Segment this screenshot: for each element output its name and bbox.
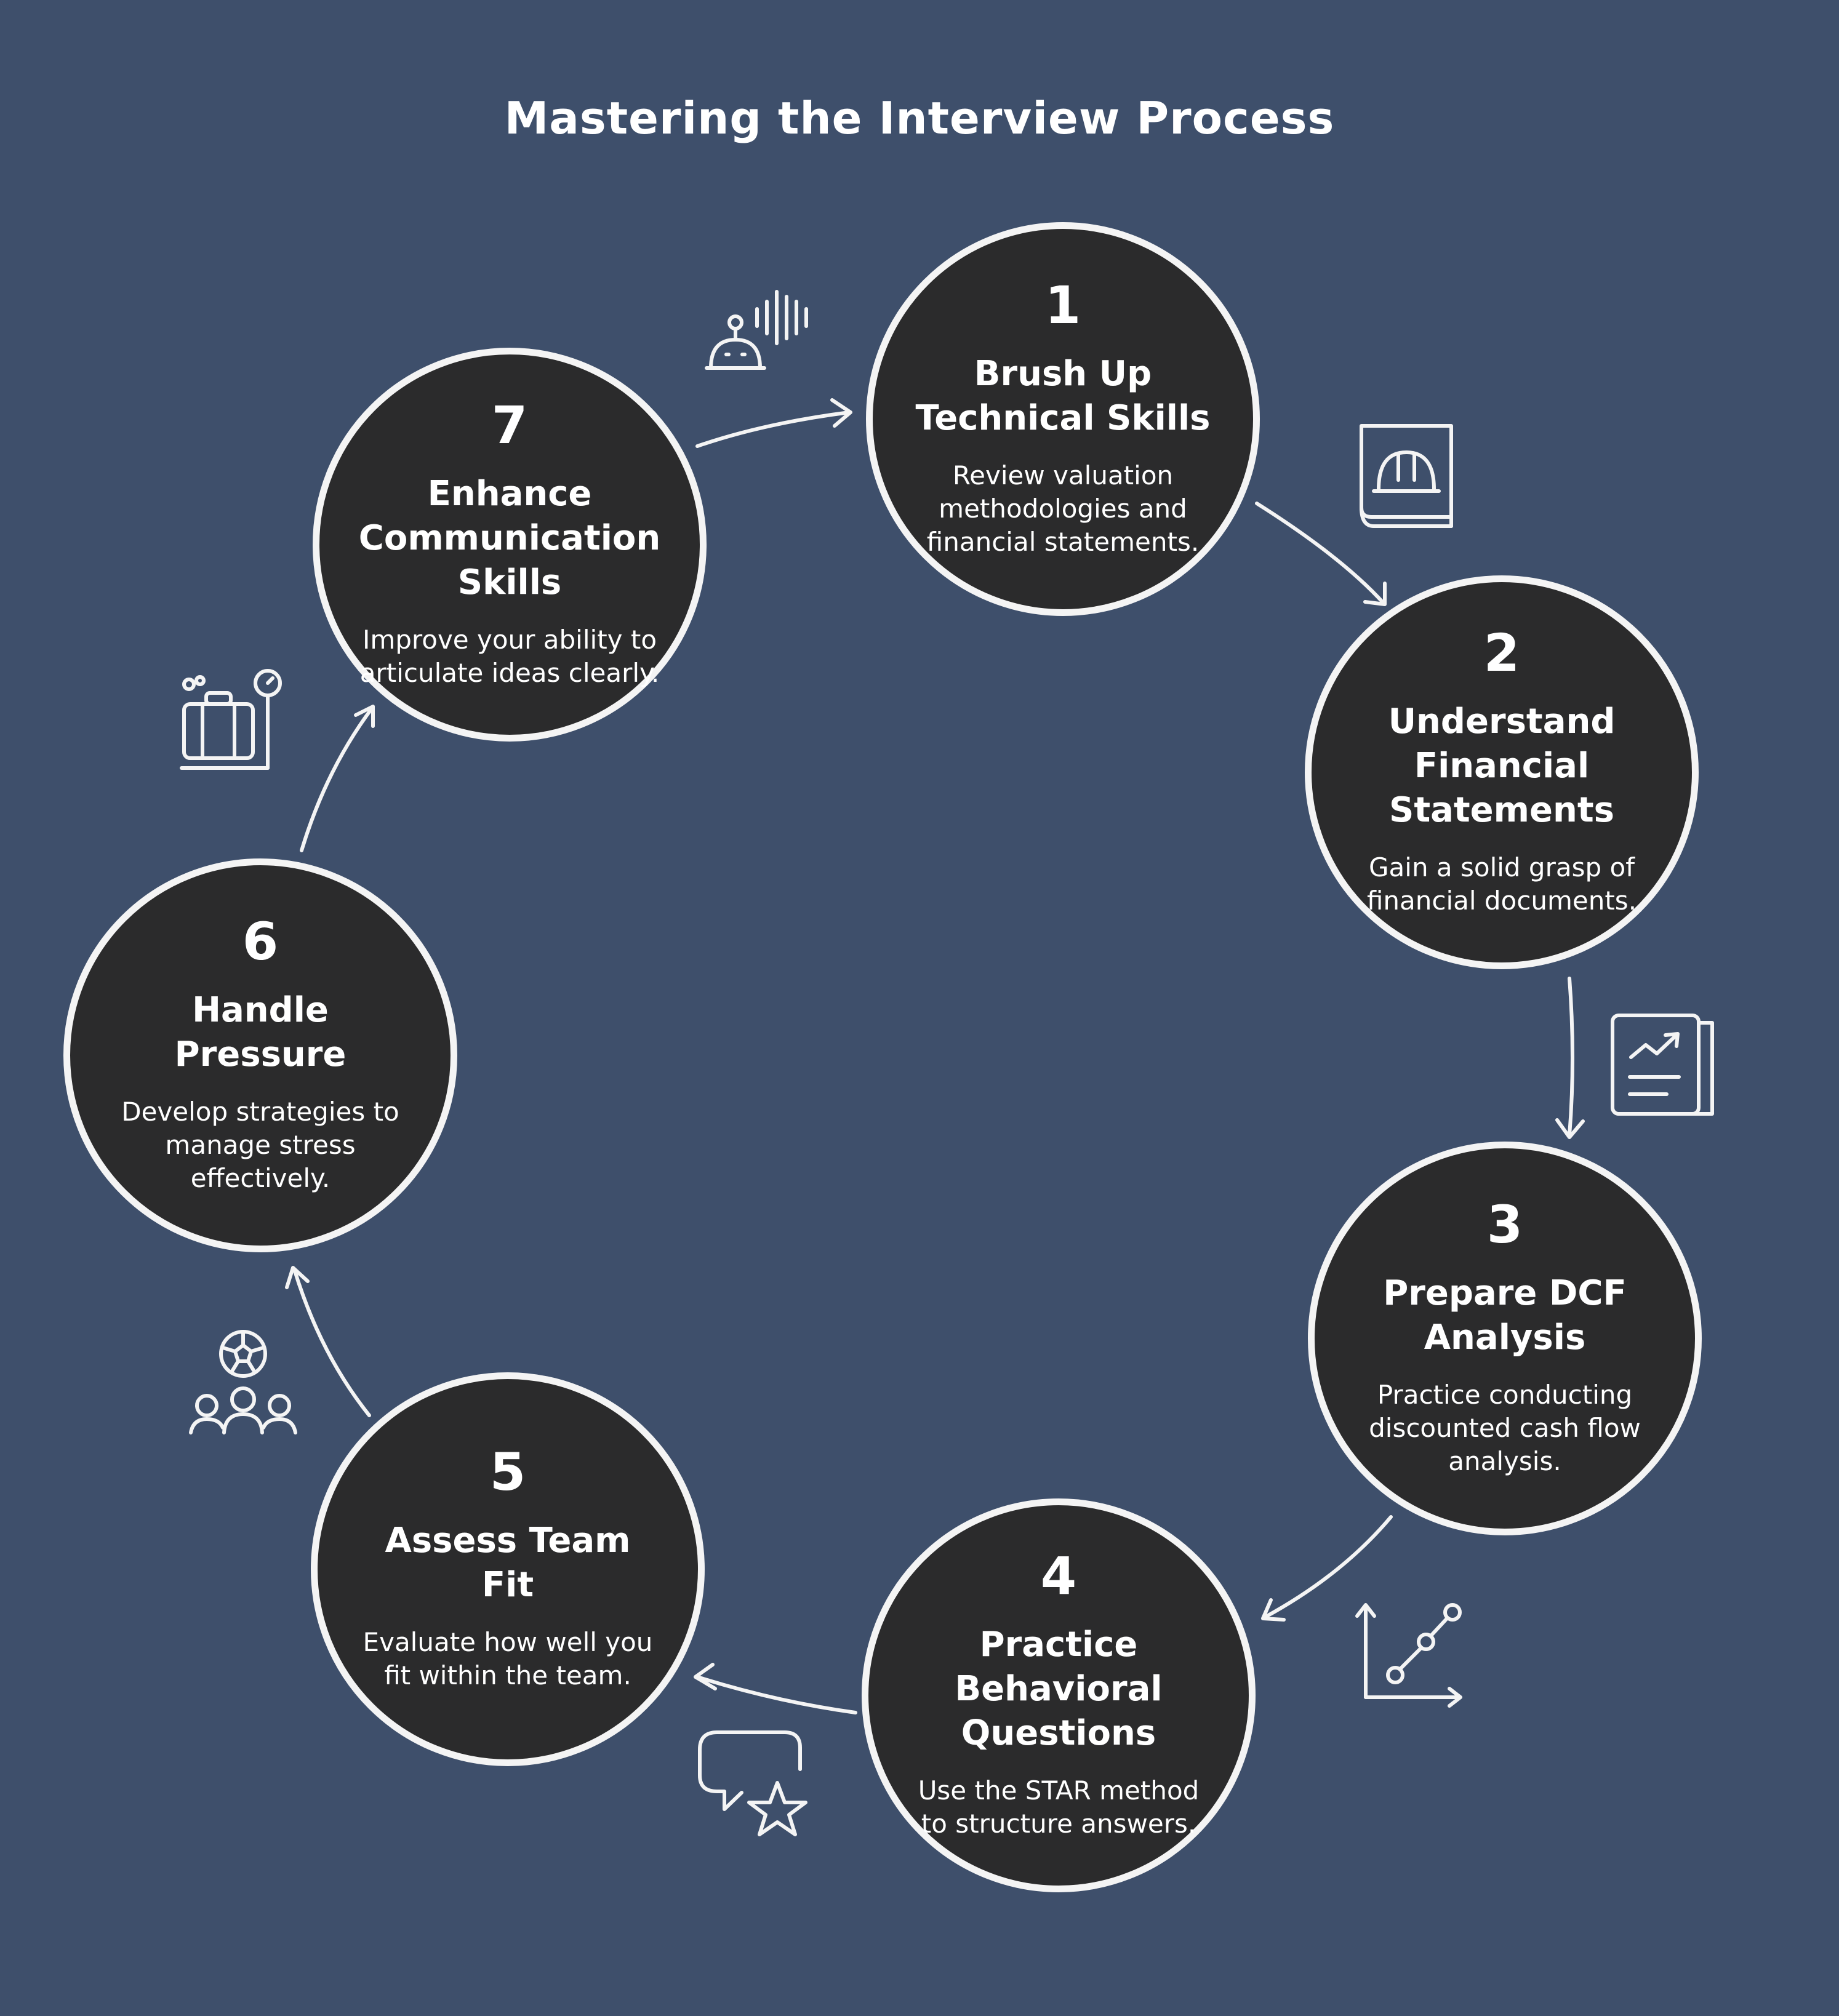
step-number: 2 (1483, 623, 1520, 683)
step-description: Gain a solid grasp of financial document… (1366, 852, 1637, 916)
step-number: 5 (489, 1442, 526, 1502)
step-title: Prepare DCF Analysis (1383, 1273, 1627, 1358)
connector-1-to-2 (1255, 502, 1387, 606)
financial-report-icon (1611, 1014, 1714, 1116)
step-description: Use the STAR method to structure answers… (918, 1775, 1200, 1839)
step-1-circle: 1 Brush Up Technical Skills Review valua… (866, 222, 1260, 616)
connector-6-to-7 (300, 705, 375, 852)
connector-4-to-5 (694, 1663, 857, 1714)
step-number: 7 (491, 395, 528, 455)
step-title: Practice Behavioral Questions (955, 1625, 1163, 1753)
step-number: 6 (242, 911, 279, 972)
step-description: Review valuation methodologies and finan… (926, 460, 1200, 557)
robot-voice-icon (705, 290, 808, 370)
step-description: Evaluate how well you fit within the tea… (363, 1627, 653, 1690)
step-2-circle: 2 Understand Financial Statements Gain a… (1305, 575, 1699, 969)
step-title: Brush Up Technical Skills (915, 354, 1211, 438)
step-number: 1 (1044, 275, 1081, 335)
step-description: Improve your ability to articulate ideas… (359, 625, 660, 688)
chat-star-icon (698, 1730, 807, 1836)
hardhat-book-icon (1360, 424, 1453, 528)
step-3-circle: 3 Prepare DCF Analysis Practice conducti… (1308, 1142, 1702, 1535)
step-number: 4 (1040, 1546, 1077, 1606)
step-4-circle: 4 Practice Behavioral Questions Use the … (862, 1498, 1256, 1892)
step-6-circle: 6 Handle Pressure Develop strategies to … (63, 858, 457, 1252)
weighted-bag-icon (180, 669, 282, 770)
step-number: 3 (1486, 1194, 1523, 1255)
step-title: Handle Pressure (174, 990, 347, 1074)
connector-3-to-4 (1261, 1515, 1393, 1622)
connector-2-to-3 (1555, 977, 1585, 1139)
step-description: Develop strategies to manage stress effe… (121, 1097, 399, 1193)
team-ball-icon (189, 1330, 297, 1434)
step-description: Practice conducting discounted cash flow… (1369, 1380, 1641, 1476)
diagram-title: Mastering the Interview Process (504, 92, 1335, 144)
step-title: Understand Financial Statements (1388, 702, 1616, 830)
step-7-circle: 7 Enhance Communication Skills Improve y… (313, 348, 707, 742)
step-title: Enhance Communication Skills (358, 474, 661, 602)
step-title: Assess Team Fit (385, 1521, 631, 1605)
line-graph-icon (1355, 1603, 1462, 1708)
connector-7-to-1 (695, 398, 852, 448)
step-5-circle: 5 Assess Team Fit Evaluate how well you … (311, 1372, 705, 1766)
connector-5-to-6 (285, 1266, 371, 1417)
